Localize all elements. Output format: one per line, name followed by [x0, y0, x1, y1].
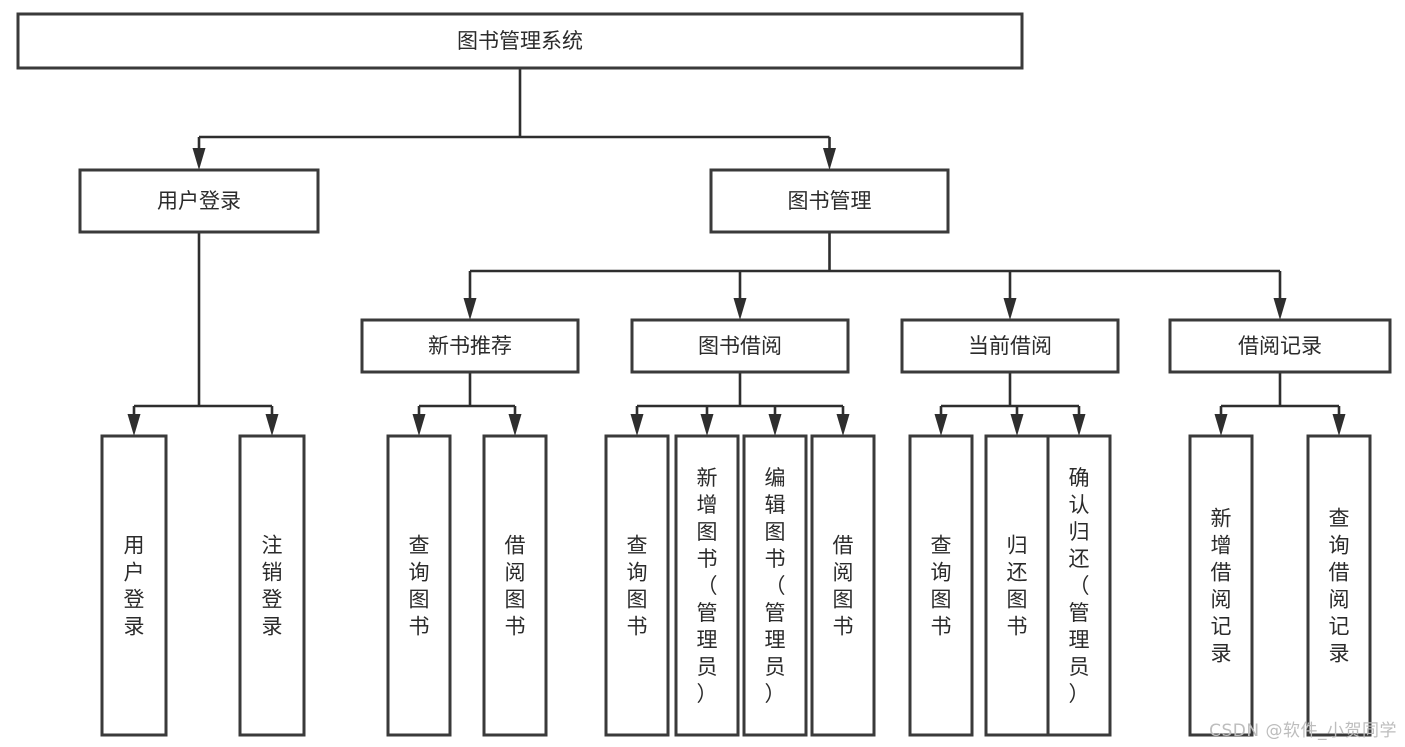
arrow-head-icon — [1332, 414, 1346, 436]
connector-lines — [127, 68, 1346, 436]
node-leaf-query-book-1[interactable]: 查询图书 — [386, 434, 452, 737]
node-user-login[interactable]: 用户登录 — [78, 168, 320, 234]
node-label: 归还图书 — [1007, 534, 1028, 639]
node-label: 图书管理 — [788, 189, 872, 213]
arrow-head-icon — [127, 414, 141, 436]
arrow-head-icon — [630, 414, 644, 436]
arrow-head-icon — [1010, 414, 1024, 436]
node-leaf-return-book[interactable]: 归还图书 — [984, 434, 1050, 737]
node-label: 查询图书 — [409, 534, 430, 639]
node-boxes: 图书管理系统用户登录图书管理新书推荐图书借阅当前借阅借阅记录用户登录注销登录查询… — [16, 12, 1392, 737]
node-leaf-query-book-2[interactable]: 查询图书 — [604, 434, 670, 737]
node-label: 用户登录 — [157, 189, 241, 213]
node-leaf-user-login[interactable]: 用户登录 — [100, 434, 168, 737]
node-leaf-query-record[interactable]: 查询借阅记录 — [1306, 434, 1372, 737]
node-label: 当前借阅 — [968, 334, 1052, 358]
node-leaf-edit-book[interactable]: 编辑图书（管理员） — [742, 434, 808, 737]
node-leaf-borrow-book-2[interactable]: 借阅图书 — [810, 434, 876, 737]
arrow-head-icon — [836, 414, 850, 436]
node-current-borrow[interactable]: 当前借阅 — [900, 318, 1120, 374]
node-label: 借阅图书 — [833, 534, 854, 639]
node-label: 新增图书（管理员） — [697, 466, 718, 706]
arrow-head-icon — [733, 298, 747, 320]
node-book-borrow[interactable]: 图书借阅 — [630, 318, 850, 374]
node-leaf-query-book-3[interactable]: 查询图书 — [908, 434, 974, 737]
node-label: 借阅记录 — [1238, 334, 1322, 358]
node-leaf-borrow-book-1[interactable]: 借阅图书 — [482, 434, 548, 737]
node-leaf-add-record[interactable]: 新增借阅记录 — [1188, 434, 1254, 737]
node-label: 查询借阅记录 — [1329, 507, 1350, 666]
node-label: 图书借阅 — [698, 334, 782, 358]
node-leaf-logout[interactable]: 注销登录 — [238, 434, 306, 737]
arrow-head-icon — [463, 298, 477, 320]
arrow-head-icon — [1273, 298, 1287, 320]
node-new-book-recommend[interactable]: 新书推荐 — [360, 318, 580, 374]
arrow-head-icon — [700, 414, 714, 436]
node-label: 编辑图书（管理员） — [765, 466, 786, 706]
node-label: 确认归还（管理员） — [1069, 466, 1090, 706]
arrow-head-icon — [823, 148, 836, 170]
node-book-management[interactable]: 图书管理 — [709, 168, 950, 234]
node-label: 查询图书 — [931, 534, 952, 639]
node-label: 新书推荐 — [428, 334, 512, 358]
node-leaf-add-book[interactable]: 新增图书（管理员） — [674, 434, 740, 737]
node-label: 图书管理系统 — [457, 29, 583, 53]
node-label: 注销登录 — [262, 534, 283, 639]
arrow-head-icon — [768, 414, 782, 436]
arrow-head-icon — [934, 414, 948, 436]
node-label: 查询图书 — [627, 534, 648, 639]
arrow-head-icon — [1072, 414, 1086, 436]
node-label: 新增借阅记录 — [1211, 507, 1232, 666]
watermark-label: CSDN @软件_小贺同学 — [1209, 721, 1397, 741]
node-label: 借阅图书 — [505, 534, 526, 639]
arrow-head-icon — [265, 414, 279, 436]
node-leaf-confirm-return[interactable]: 确认归还（管理员） — [1046, 434, 1112, 737]
arrow-head-icon — [412, 414, 426, 436]
node-borrow-record[interactable]: 借阅记录 — [1168, 318, 1392, 374]
arrow-head-icon — [1003, 298, 1017, 320]
arrow-head-icon — [192, 148, 206, 170]
arrow-head-icon — [1214, 414, 1228, 436]
arrow-head-icon — [508, 414, 522, 436]
node-label: 用户登录 — [124, 534, 145, 639]
node-root[interactable]: 图书管理系统 — [16, 12, 1024, 70]
